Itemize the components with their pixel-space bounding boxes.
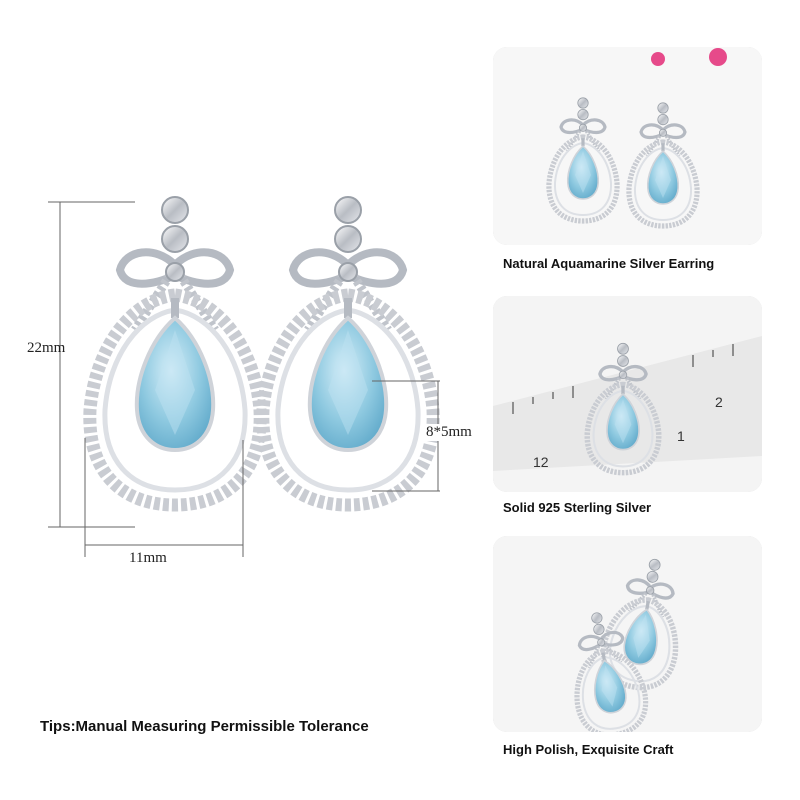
ruler-label-1: 1 xyxy=(677,428,685,444)
panel-photo-2: 1 2 12 xyxy=(493,296,762,492)
panel-photo-1 xyxy=(493,47,762,245)
earrings-main-image xyxy=(48,0,440,557)
panel-2-caption: Solid 925 Sterling Silver xyxy=(503,500,652,515)
earring-photo-1 xyxy=(493,47,762,245)
ruler-label-12: 12 xyxy=(533,454,549,470)
panel-3-caption: High Polish, Exquisite Craft xyxy=(503,742,674,757)
panel-1-caption: Natural Aquamarine Silver Earring xyxy=(503,256,715,271)
earring-right xyxy=(263,197,433,505)
ruler-label-2: 2 xyxy=(715,394,723,410)
ruler-photo xyxy=(493,296,762,492)
width-dimension-label: 11mm xyxy=(126,550,170,567)
stone-dimension-label: 8*5mm xyxy=(424,424,474,441)
tips-text: Tips:Manual Measuring Permissible Tolera… xyxy=(40,718,369,735)
panel-photo-3 xyxy=(493,536,762,732)
height-dimension-label: 22mm xyxy=(27,340,66,356)
earring-left xyxy=(90,197,260,505)
earring-photo-3 xyxy=(493,536,762,732)
